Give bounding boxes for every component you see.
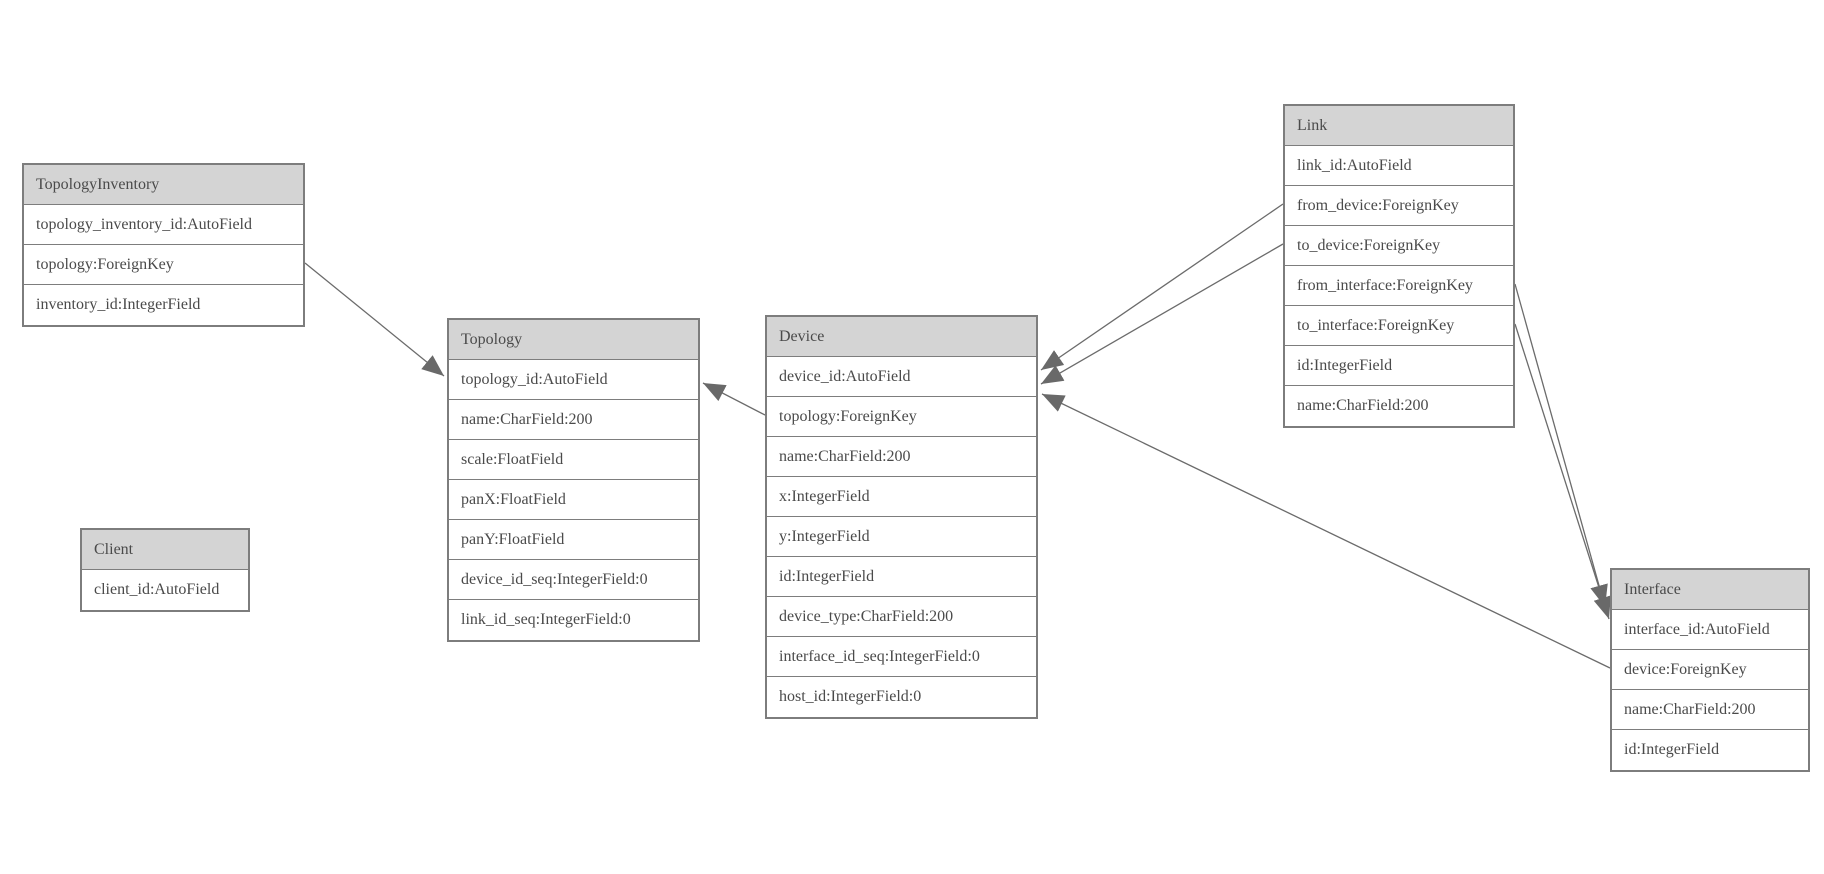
entity-link: Link link_id:AutoField from_device:Forei… — [1283, 104, 1515, 428]
field-row: id:IntegerField — [1285, 346, 1513, 386]
edge-device-topology — [702, 382, 766, 416]
field-row: topology_id:AutoField — [449, 360, 698, 400]
field-row: panY:FloatField — [449, 520, 698, 560]
field-row: name:CharField:200 — [767, 437, 1036, 477]
entity-interface-title: Interface — [1612, 570, 1808, 610]
field-row: name:CharField:200 — [1612, 690, 1808, 730]
field-row: topology:ForeignKey — [24, 245, 303, 285]
entity-device: Device device_id:AutoField topology:Fore… — [765, 315, 1038, 719]
field-row: from_interface:ForeignKey — [1285, 266, 1513, 306]
field-row: interface_id:AutoField — [1612, 610, 1808, 650]
entity-client-title: Client — [82, 530, 248, 570]
field-row: topology_inventory_id:AutoField — [24, 205, 303, 245]
field-row: x:IntegerField — [767, 477, 1036, 517]
edge-link-from-device — [1040, 203, 1284, 371]
edge-link-from-interface — [1514, 283, 1608, 608]
edge-link-to-device — [1040, 243, 1284, 385]
field-row: client_id:AutoField — [82, 570, 248, 610]
field-row: from_device:ForeignKey — [1285, 186, 1513, 226]
field-row: link_id_seq:IntegerField:0 — [449, 600, 698, 640]
field-row: interface_id_seq:IntegerField:0 — [767, 637, 1036, 677]
entity-topology-inventory-title: TopologyInventory — [24, 165, 303, 205]
field-row: name:CharField:200 — [1285, 386, 1513, 426]
field-row: device_id_seq:IntegerField:0 — [449, 560, 698, 600]
field-row: device_id:AutoField — [767, 357, 1036, 397]
field-row: inventory_id:IntegerField — [24, 285, 303, 325]
field-row: y:IntegerField — [767, 517, 1036, 557]
field-row: to_interface:ForeignKey — [1285, 306, 1513, 346]
field-row: host_id:IntegerField:0 — [767, 677, 1036, 717]
field-row: scale:FloatField — [449, 440, 698, 480]
entity-topology-title: Topology — [449, 320, 698, 360]
field-row: panX:FloatField — [449, 480, 698, 520]
edge-interface-device — [1041, 393, 1611, 669]
entity-link-title: Link — [1285, 106, 1513, 146]
entity-interface: Interface interface_id:AutoField device:… — [1610, 568, 1810, 772]
field-row: topology:ForeignKey — [767, 397, 1036, 437]
entity-device-title: Device — [767, 317, 1036, 357]
field-row: device_type:CharField:200 — [767, 597, 1036, 637]
edge-topologyinventory-topology — [304, 262, 445, 377]
field-row: id:IntegerField — [767, 557, 1036, 597]
field-row: link_id:AutoField — [1285, 146, 1513, 186]
entity-topology-inventory: TopologyInventory topology_inventory_id:… — [22, 163, 305, 327]
field-row: to_device:ForeignKey — [1285, 226, 1513, 266]
entity-topology: Topology topology_id:AutoField name:Char… — [447, 318, 700, 642]
field-row: id:IntegerField — [1612, 730, 1808, 770]
edge-link-to-interface — [1514, 323, 1611, 620]
field-row: device:ForeignKey — [1612, 650, 1808, 690]
field-row: name:CharField:200 — [449, 400, 698, 440]
entity-client: Client client_id:AutoField — [80, 528, 250, 612]
